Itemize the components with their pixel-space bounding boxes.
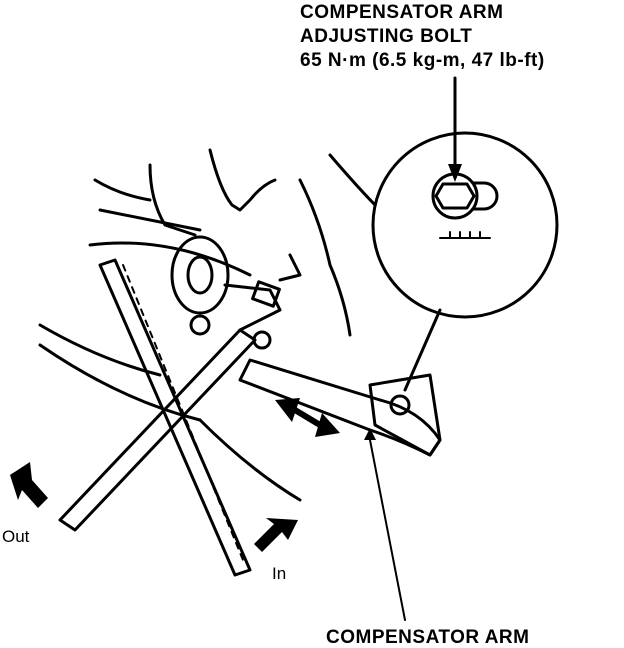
body-outline	[298, 178, 352, 337]
bolt-head	[189, 314, 211, 336]
clamp	[251, 280, 281, 308]
body-outline	[208, 148, 277, 212]
motion-arrow-left	[275, 398, 300, 422]
compensator-arm-label: COMPENSATOR ARM	[326, 627, 530, 648]
body-outline	[93, 178, 152, 202]
in-arrow	[254, 518, 298, 552]
body-outline	[98, 208, 202, 232]
body-outline	[328, 153, 382, 212]
out-label: Out	[2, 527, 30, 546]
hose	[278, 253, 302, 282]
frame-line	[38, 343, 202, 422]
body-outline	[148, 163, 197, 237]
prybar-1	[98, 258, 252, 577]
leader-bolt-head	[448, 164, 462, 182]
in-label: In	[272, 564, 287, 583]
frame-line	[198, 418, 302, 502]
bolt-callout-line2: ADJUSTING BOLT	[300, 26, 473, 47]
prybar-2	[58, 328, 257, 532]
hub-knuckle-inner	[186, 255, 214, 295]
frame-line	[38, 323, 162, 377]
leader-arm	[369, 439, 406, 621]
hub-knuckle	[170, 235, 230, 315]
motion-arrow-shaft	[292, 407, 323, 428]
body-outline	[88, 241, 252, 277]
arm-leader-head	[364, 428, 376, 440]
scale-tick	[449, 231, 481, 239]
detail-circle	[371, 131, 559, 319]
adjusting-bolt	[389, 394, 411, 416]
out-arrow	[10, 462, 48, 508]
bolt-callout-torque: 65 N·m (6.5 kg-m, 47 lb-ft)	[300, 50, 545, 71]
bracket	[223, 283, 282, 332]
prybar-dash	[122, 264, 244, 561]
leader-detail	[403, 308, 442, 392]
bolt-zoom-hex	[434, 182, 476, 210]
motion-arrow-right	[315, 413, 340, 437]
bolt-callout-line1: COMPENSATOR ARM	[300, 2, 504, 23]
arm-plate	[368, 373, 442, 457]
